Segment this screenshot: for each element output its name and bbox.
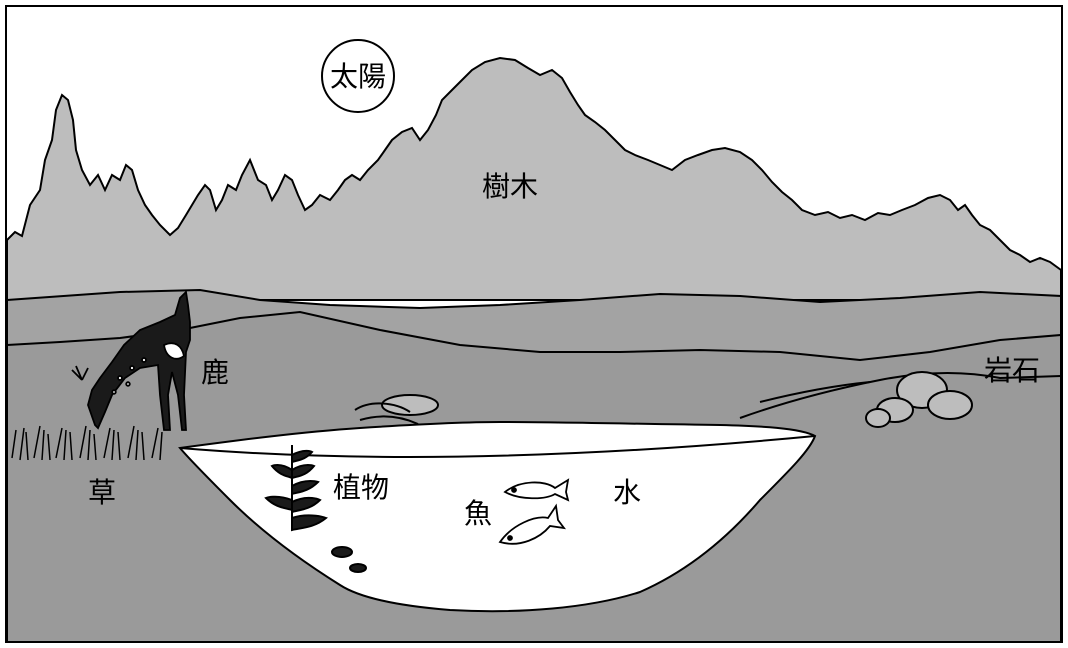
ridge [739, 371, 1062, 419]
deer [71, 290, 191, 431]
tree-line [6, 56, 1062, 301]
rocks [865, 371, 973, 428]
water-plant [264, 445, 367, 573]
sun [321, 39, 395, 113]
label-water: 水 [613, 476, 641, 509]
label-fish: 魚 [464, 497, 492, 530]
label-trees: 樹木 [482, 170, 538, 203]
pond-surface [179, 435, 816, 459]
fish-1 [503, 478, 570, 502]
label-grass: 草 [88, 476, 116, 509]
label-sun: 太陽 [330, 60, 386, 93]
label-plants: 植物 [333, 471, 389, 504]
pond-rocks [354, 394, 439, 425]
ridge-2 [759, 381, 871, 403]
fish-2 [498, 503, 567, 545]
pond-water [178, 420, 817, 613]
grass-patch [11, 425, 163, 461]
label-rocks: 岩石 [984, 354, 1040, 387]
label-deer: 鹿 [201, 356, 229, 389]
